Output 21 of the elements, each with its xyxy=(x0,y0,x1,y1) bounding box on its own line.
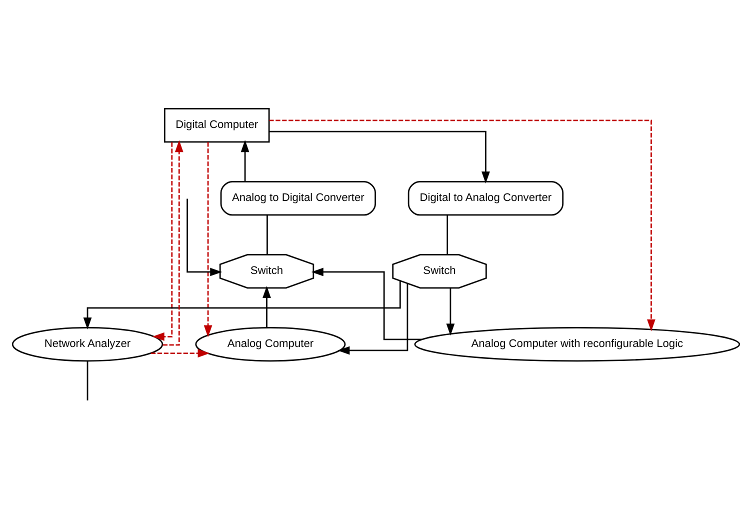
arrow xyxy=(262,286,271,327)
arrow xyxy=(311,267,422,340)
arrow xyxy=(338,283,408,354)
node-box: Analog to Digital Converter xyxy=(220,180,376,216)
connector xyxy=(86,360,88,400)
node-box: Digital Computer xyxy=(164,108,270,142)
arrow xyxy=(269,130,490,184)
arrow xyxy=(204,142,212,337)
arrow xyxy=(186,198,222,276)
node-ellipse: Analog Computer xyxy=(195,326,346,362)
arrow xyxy=(152,142,173,340)
arrow xyxy=(240,140,250,181)
arrow xyxy=(269,119,656,331)
arrow xyxy=(162,140,184,346)
connector xyxy=(446,214,448,254)
arrow xyxy=(83,280,401,330)
arrow xyxy=(446,288,455,336)
arrow xyxy=(150,348,210,357)
node-ellipse: Analog Computer with reconfigurable Logic xyxy=(414,326,740,362)
node-box: Digital to Analog Converter xyxy=(408,180,564,216)
connector xyxy=(266,214,268,254)
